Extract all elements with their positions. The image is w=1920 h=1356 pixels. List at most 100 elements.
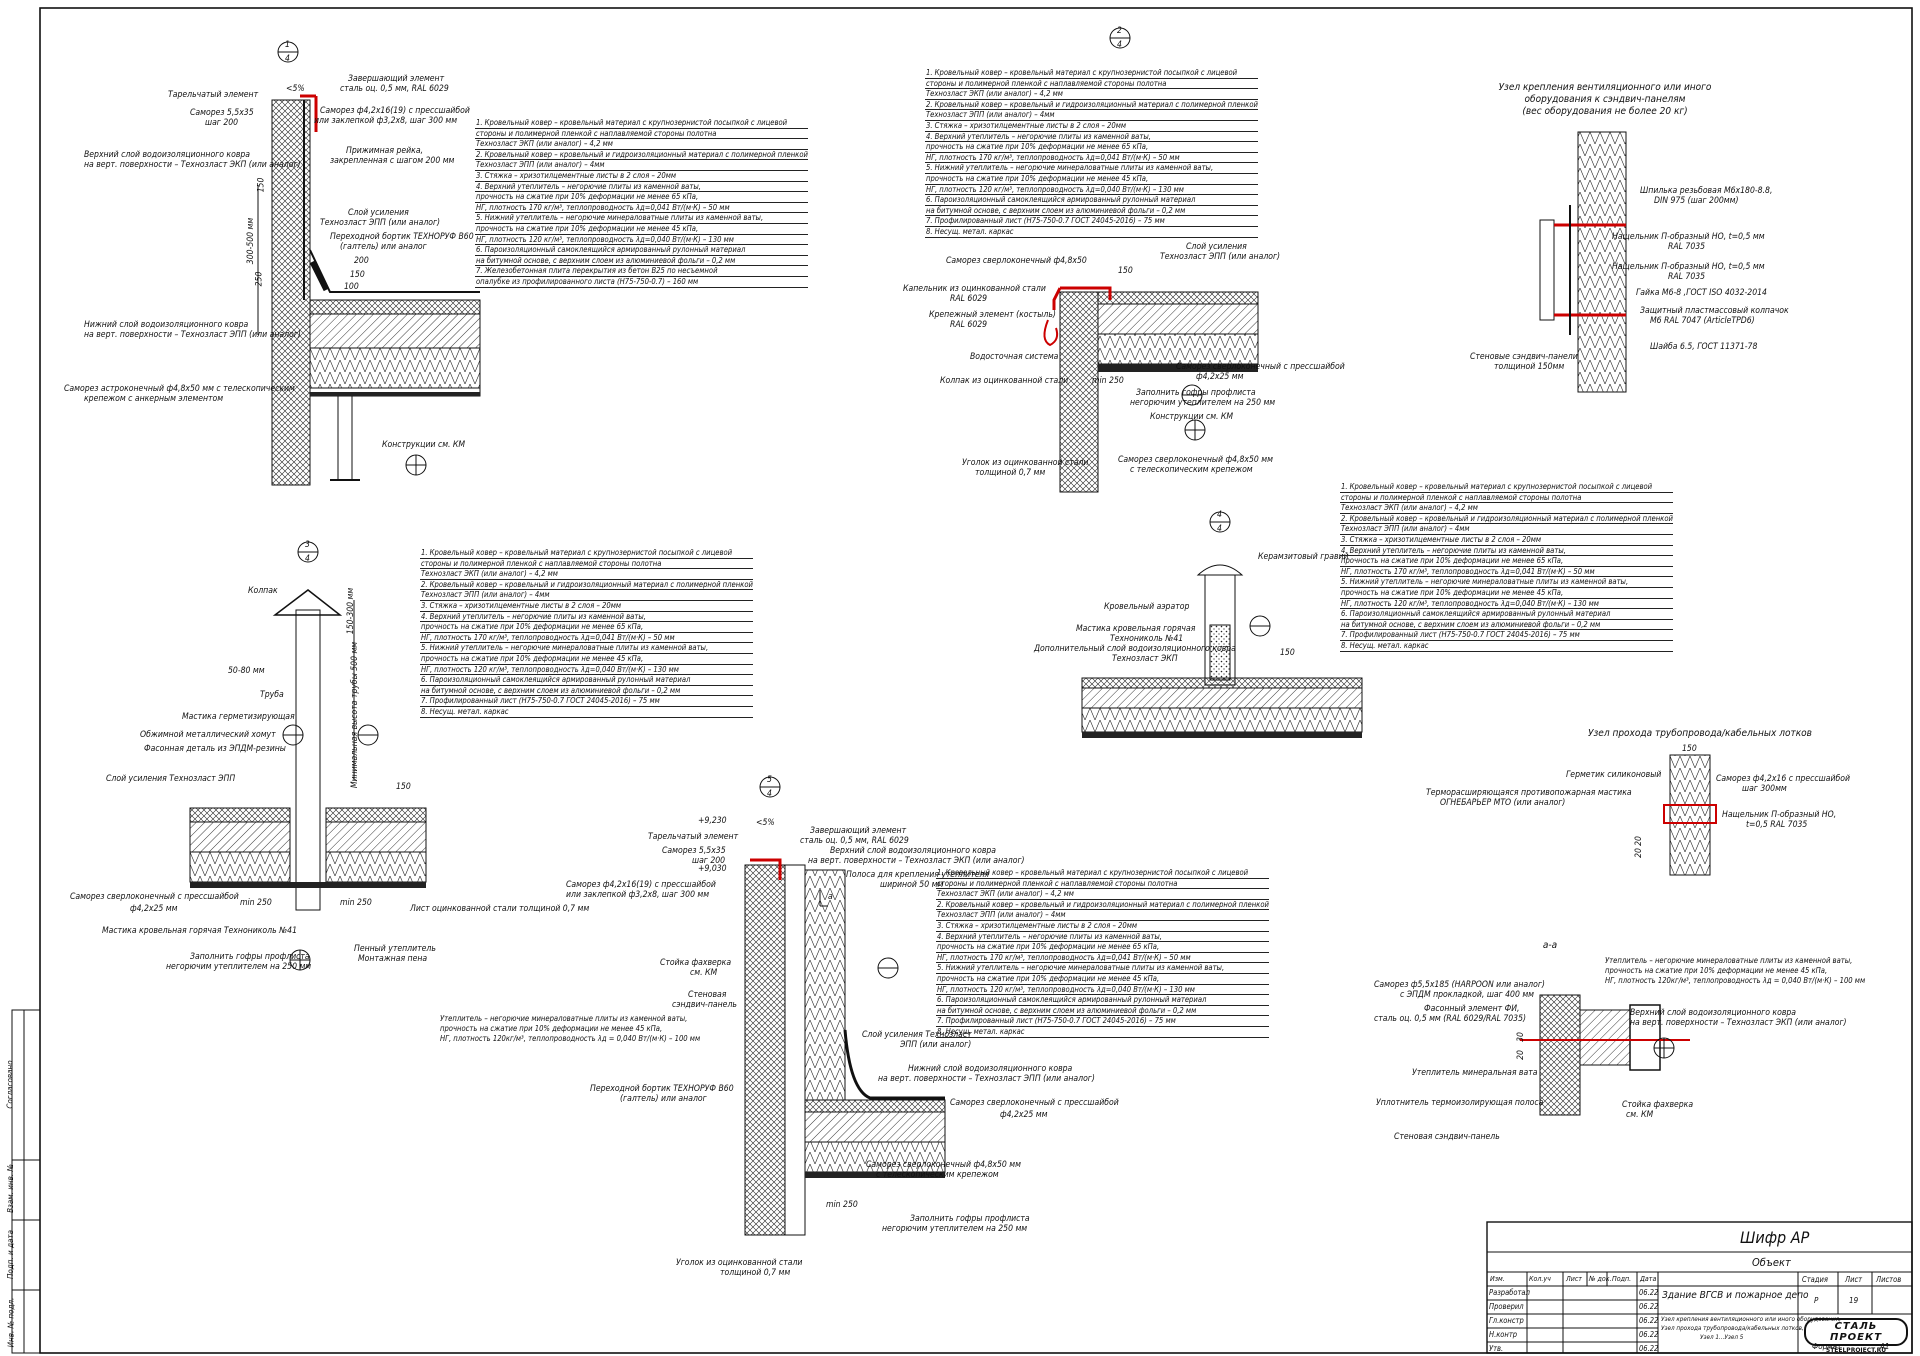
spec-line: стороны и полимерной пленкой с наплавляе…: [1340, 493, 1673, 504]
node5-label-insul3: НГ, плотность 120кг/м³, теплопроводность…: [440, 1034, 701, 1043]
node2-label-fill2: негорючим утеплителем на 250 мм: [1130, 398, 1276, 408]
vent-label-panel: Стеновые сэндвич-панели: [1470, 352, 1578, 362]
spec-line: стороны и полимерной пленкой с наплавляе…: [420, 559, 753, 570]
title-block-frame: [1486, 1221, 1913, 1354]
node5-label-post: Стойка фахверка: [660, 958, 732, 968]
tb-col-list: Лист: [1566, 1275, 1582, 1283]
spec-line: НГ, плотность 120 кг/м³, теплопроводност…: [936, 985, 1269, 996]
spec-line: 1. Кровельный ковер – кровельный материа…: [420, 548, 753, 559]
vent-node-title-2: оборудования к сэндвич-панелям: [1524, 94, 1686, 105]
node3-label-foam2: Монтажная пена: [358, 954, 428, 964]
spec-line: 7. Профилированный лист (Н75-750-0.7 ГОС…: [1340, 630, 1673, 641]
tb-col-kol: Кол.уч: [1529, 1275, 1551, 1283]
tb-role-5: Утв.: [1489, 1344, 1504, 1353]
vent-label-capnut2: М6 RAL 7047 (ArticleTPD6): [1650, 316, 1755, 326]
vent-node-title-3: (вес оборудования не более 20 кг): [1522, 106, 1688, 117]
node4-spec: 1. Кровельный ковер – кровельный материа…: [1340, 482, 1673, 652]
node1-label-rail: Прижимная рейка,: [346, 146, 424, 156]
spec-line: 2. Кровельный ковер – кровельный и гидро…: [925, 99, 1258, 111]
vent-label-washer: Шайба 6.5, ГОСТ 11371-78: [1650, 342, 1758, 352]
node1-spec-line: опалубке из профилированного листа (Н75-…: [475, 277, 808, 288]
vent-label-stud: Шпилька резьбовая М6x180-8.8,: [1640, 186, 1773, 196]
node1-spec-line: 2. Кровельный ковер – кровельный и гидро…: [475, 149, 808, 161]
vent-label-pclip: Нащельник П-образный НО, t=0,5 мм: [1612, 232, 1765, 242]
node3-dim-min250-right: min 250: [340, 898, 372, 908]
node3-label-cap: Колпак: [248, 586, 278, 596]
node5-label-screw2: шаг 200: [692, 856, 726, 866]
node1-dim-150: 150: [256, 177, 267, 193]
node1-label-top-layer2: на верт. поверхности – Технозласт ЭКП (и…: [84, 160, 301, 170]
spec-line: 8. Несущ. метал. каркас: [936, 1027, 1269, 1038]
node1-label-reinforce2: Технозласт ЭПП (или аналог): [320, 218, 441, 228]
node1-label-end-element2: сталь оц. 0,5 мм, RAL 6029: [340, 84, 449, 94]
node5-label-fill: Заполнить гофры профлиста: [910, 1214, 1030, 1224]
node2-label-reinforce: Слой усиления: [1186, 242, 1247, 252]
sheet-frame: [39, 7, 1913, 1354]
node1-spec: 1. Кровельный ковер – кровельный материа…: [475, 118, 808, 288]
spec-line: Технозласт ЭКП (или аналог) – 4,2 мм: [925, 89, 1258, 100]
pipe-label-screw2: шаг 300мм: [1742, 784, 1787, 794]
node1-label-self-drill: Саморез астроконечный ф4,8x50 мм с телес…: [64, 384, 295, 394]
spec-line: 2. Кровельный ковер – кровельный и гидро…: [420, 579, 753, 591]
node5-drawing: [744, 776, 946, 1236]
node1-spec-line: 1. Кровельный ковер – кровельный материа…: [475, 118, 808, 129]
node1-marker-sheet: 4: [285, 54, 290, 64]
spec-line: Технозласт ЭПП (или аналог) – 4мм: [925, 110, 1258, 121]
node5-label-strip2: шириной 50 мм: [880, 880, 944, 890]
node3-label-min-height: Минимальная высота трубы 500 мм: [350, 641, 361, 789]
spec-line: на битумной основе, с верхним слоем из а…: [936, 1006, 1269, 1017]
tb-col-doc: № док.: [1589, 1275, 1612, 1283]
tb-date-2: 06.22: [1639, 1316, 1659, 1325]
node1-label-bottom-layer: Нижний слой водоизоляционного ковра: [84, 320, 249, 330]
spec-line: прочность на сжатие при 10% деформации н…: [925, 142, 1258, 153]
node5-label-angle: Уголок из оцинкованной стали: [676, 1258, 803, 1268]
node2-label-screw-washer2: ф4,2x25 мм: [1196, 372, 1244, 382]
node5-level-bottom: +9,030: [698, 864, 727, 874]
node2-label-reinforce2: Технозласт ЭПП (или аналог): [1160, 252, 1281, 262]
vent-label-stud2: DIN 975 (шаг 200мм): [1654, 196, 1739, 206]
pipe-dim-150: 150: [1682, 744, 1697, 754]
tb-sheets-header: Листов: [1876, 1275, 1902, 1284]
vent-node-title-1: Узел крепления вентиляционного или иного: [1498, 82, 1712, 93]
node5-label-plate: Тарельчатый элемент: [648, 832, 739, 842]
node1-label-top-layer: Верхний слой водоизоляционного ковра: [84, 150, 251, 160]
aa-label-post: Стойка фахверка: [1622, 1100, 1694, 1110]
spec-line: на битумной основе, с верхним слоем из а…: [1340, 620, 1673, 631]
node4-marker-num: 4: [1217, 510, 1222, 520]
node1-spec-line: 4. Верхний утеплитель – негорючие плиты …: [475, 182, 808, 193]
node1-spec-line: 6. Пароизоляционный самоклеящийся армиро…: [475, 245, 808, 256]
aa-label-mineral: Утеплитель минеральная вата: [1412, 1068, 1538, 1078]
node1-label-screw-washer: Саморез ф4,2x16(19) с прессшайбой: [320, 106, 470, 116]
aa-label-insul3: НГ, плотность 120кг/м³, теплопроводность…: [1605, 976, 1866, 985]
spec-line: на битумной основе, с верхним слоем из а…: [420, 686, 753, 697]
node5-label-screw-washer2: или заклепкой ф3,2x8, шаг 300 мм: [566, 890, 710, 900]
spec-line: прочность на сжатие при 10% деформации н…: [420, 622, 753, 633]
tb-role-0: Разработал: [1489, 1288, 1530, 1297]
node2-drawing: [1043, 27, 1259, 493]
node1-slope: <5%: [286, 84, 305, 94]
node1-spec-line: Технозласт ЭКП (или аналог) – 4,2 мм: [475, 139, 808, 150]
spec-line: 8. Несущ. метал. каркас: [1340, 641, 1673, 652]
section-aa-drawing: [1520, 994, 1690, 1116]
spec-line: Технозласт ЭПП (или аналог) – 4мм: [936, 910, 1269, 921]
company-logo-url: STEELPROJECT.RU: [1825, 1347, 1887, 1354]
pipe-dim-20b: 20: [1633, 848, 1644, 858]
node2-label-fill: Заполнить гофры профлиста: [1136, 388, 1256, 398]
node1-label-rail2: закрепленная с шагом 200 мм: [330, 156, 455, 166]
node2-label-telescopic2: с телескопическим крепежом: [1130, 465, 1253, 475]
side-stamp-replace: Взам. инв. №: [5, 1164, 15, 1213]
node3-dim-150-300: 150-300 мм: [346, 587, 357, 635]
pipe-label-sealant: Герметик силиконовый: [1566, 770, 1662, 780]
spec-line: 5. Нижний утеплитель – негорючие минерал…: [1340, 577, 1673, 588]
spec-line: НГ, плотность 120 кг/м³, теплопроводност…: [1340, 599, 1673, 610]
node2-label-hook: Крепежный элемент (костыль): [929, 310, 1056, 320]
node5-label-insul2: прочность на сжатие при 10% деформации н…: [440, 1024, 663, 1033]
tb-role-4: Н.контр: [1489, 1330, 1518, 1339]
aa-dim-30: 30: [1515, 1032, 1526, 1042]
spec-line: НГ, плотность 120 кг/м³, теплопроводност…: [925, 185, 1258, 196]
spec-line: 5. Нижний утеплитель – негорючие минерал…: [925, 163, 1258, 174]
node1-spec-line: 5. Нижний утеплитель – негорючие минерал…: [475, 213, 808, 224]
spec-line: прочность на сжатие при 10% деформации н…: [925, 174, 1258, 185]
node1-label-screw2: шаг 200: [205, 118, 239, 128]
